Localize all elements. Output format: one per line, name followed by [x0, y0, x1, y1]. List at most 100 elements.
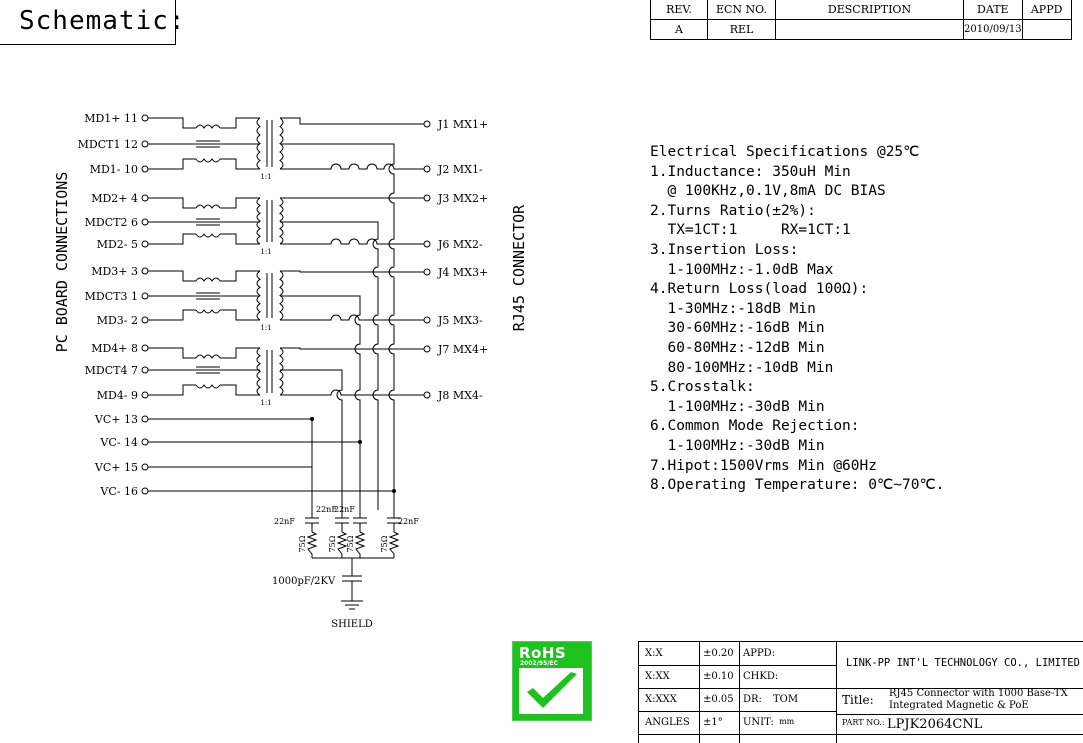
- wire: [354, 302, 361, 510]
- transformer-winding: [256, 197, 261, 245]
- left-pin-terminal: [141, 240, 149, 248]
- description-header: DESCRIPTION: [775, 0, 964, 20]
- wire: [280, 270, 424, 273]
- right-pin-terminal: [423, 268, 431, 276]
- capacitor-label: 22nF: [398, 517, 419, 526]
- right-pin-terminal: [423, 165, 431, 173]
- choke-coil: [195, 309, 221, 314]
- left-pin-terminal: [141, 463, 149, 471]
- left-pin-terminal: [141, 140, 149, 148]
- left-pin-label: MD1- 10: [90, 163, 138, 176]
- left-pin-label: VC+ 13: [94, 413, 138, 426]
- right-pin-terminal: [423, 194, 431, 202]
- right-pins: J1 MX1+J2 MX1-J3 MX2+J6 MX2-J4 MX3+J5 MX…: [423, 118, 488, 402]
- transformer-winding: [256, 270, 261, 321]
- spec-line: 2.Turns Ratio(±2%):: [650, 202, 816, 219]
- ratio-label: 1:1: [260, 324, 271, 332]
- part-number-label: PART NO.:: [842, 718, 885, 727]
- right-pin-terminal: [423, 120, 431, 128]
- revision-header-row: REV. ECN NO. DESCRIPTION DATE APPD: [650, 0, 1072, 20]
- wire: [148, 309, 196, 321]
- choke-coil: [195, 204, 221, 209]
- right-pin-label: J7 MX4+: [437, 343, 488, 356]
- wire: [280, 117, 424, 125]
- transformer-winding: [279, 117, 284, 170]
- left-pin-label: MD4+ 8: [91, 342, 138, 355]
- title-line-2: Integrated Magnetic & PoE: [889, 700, 1029, 711]
- wire: [148, 233, 196, 245]
- resistor-label: 75Ω: [328, 535, 337, 552]
- title-line-1: RJ45 Connector with 1000 Base-TX: [889, 688, 1068, 699]
- wire: [280, 221, 379, 228]
- left-pin-terminal: [141, 438, 149, 446]
- rohs-panel: [519, 668, 583, 714]
- left-pin-terminal: [141, 194, 149, 202]
- capacitor-label: 22nF: [274, 517, 295, 526]
- spec-line: 1-100MHz:-30dB Min: [650, 437, 825, 454]
- left-pin-label: MD3+ 3: [91, 265, 138, 278]
- ecn-value: REL: [707, 19, 776, 40]
- right-pin-terminal: [423, 391, 431, 399]
- left-pin-label: MD2- 5: [97, 238, 138, 251]
- tolerance-value: ±0.20: [703, 648, 734, 659]
- wire: [220, 347, 260, 359]
- right-pin-terminal: [423, 240, 431, 248]
- left-pin-label: MDCT4 7: [85, 364, 138, 377]
- rev-value: A: [650, 19, 708, 40]
- transformer-winding: [256, 117, 261, 170]
- unit-label: UNIT:: [743, 717, 774, 728]
- spec-line: 1.Inductance: 350uH Min: [650, 163, 851, 180]
- tolerance-label: X:XXX: [645, 694, 677, 705]
- pc-board-label: PC BOARD CONNECTIONS: [53, 172, 71, 353]
- appd-label: APPD:: [743, 648, 776, 659]
- chkd-label: CHKD:: [743, 671, 779, 682]
- revision-table: REV. ECN NO. DESCRIPTION DATE APPD A REL…: [650, 0, 1072, 40]
- company-name: LINK-PP INT'L TECHNOLOGY CO., LIMITED: [846, 657, 1080, 669]
- transformer-winding: [279, 347, 284, 396]
- unit-value: mm: [779, 717, 795, 726]
- tolerance-value: ±1°: [703, 717, 723, 728]
- left-pin-label: MDCT3 1: [85, 290, 138, 303]
- spec-line: 1-100MHz:-1.0dB Max: [650, 261, 834, 278]
- bob-smith-network: 22nF75Ω22nF75Ω22nF75Ω22nF75Ω1000pF/2KVSH…: [272, 417, 419, 630]
- wire: [220, 158, 260, 170]
- wire: [220, 117, 260, 129]
- revision-row: A REL 2010/09/13: [650, 19, 1072, 40]
- part-number: LPJK2064CNL: [887, 717, 983, 732]
- resistor-label: 75Ω: [346, 535, 355, 552]
- spec-line: 6.Common Mode Rejection:: [650, 418, 860, 435]
- drawn-by-value: TOM: [773, 694, 799, 705]
- choke-coil: [195, 124, 221, 129]
- wire: [388, 531, 400, 555]
- wire: [280, 347, 424, 350]
- ratio-label: 1:1: [260, 173, 271, 181]
- description-value: [775, 19, 964, 40]
- right-pin-terminal: [423, 345, 431, 353]
- transformer-winding: [279, 197, 284, 245]
- title-block: X:X ±0.20 X:XX ±0.10 X:XXX ±0.05 ANGLES …: [638, 641, 1083, 743]
- wire: [220, 384, 260, 396]
- wire: [280, 389, 424, 396]
- right-pin-label: J2 MX1-: [437, 163, 483, 176]
- left-pin-terminal: [141, 487, 149, 495]
- wire: [280, 295, 361, 302]
- title-label: Title:: [842, 693, 874, 707]
- right-pin-label: J3 MX2+: [437, 192, 488, 205]
- spec-line: TX=1CT:1 RX=1CT:1: [650, 222, 851, 239]
- spec-line: 4.Return Loss(load 100Ω):: [650, 281, 869, 298]
- wire: [148, 197, 196, 209]
- choke-coil: [195, 158, 221, 163]
- wire: [336, 376, 343, 510]
- choke-coil: [195, 384, 221, 389]
- wire: [354, 531, 366, 555]
- wire: [220, 233, 260, 245]
- left-pin-terminal: [141, 316, 149, 324]
- right-pin-label: J8 MX4-: [437, 389, 483, 402]
- tolerance-label: X:X: [645, 648, 663, 659]
- rj45-connector-label: RJ45 CONNECTOR: [510, 204, 528, 331]
- spec-line: 60-80MHz:-12dB Min: [650, 339, 825, 356]
- wire: [220, 309, 260, 321]
- left-pin-label: VC- 14: [99, 436, 138, 449]
